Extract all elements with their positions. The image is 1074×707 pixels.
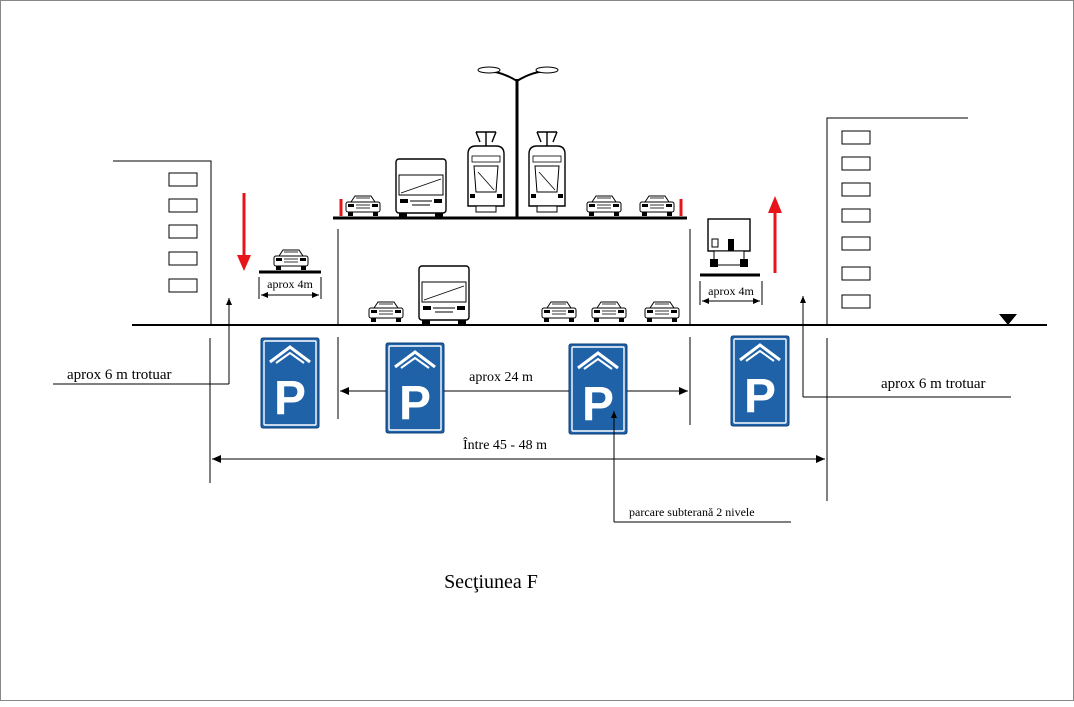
underground-parking-label: parcare subterană 2 nivele — [629, 505, 755, 519]
left-lane-width-label: aprox 4m — [267, 277, 313, 291]
car-icon — [345, 195, 381, 217]
truck-icon — [707, 218, 751, 268]
parking-sign-icon: P — [259, 336, 321, 430]
car-icon — [541, 301, 577, 323]
car-icon — [644, 301, 680, 323]
car-icon — [591, 301, 627, 323]
left-lane: aprox 4m — [258, 249, 322, 299]
right-lane-width-label: aprox 4m — [708, 284, 754, 298]
parking-sign-icon: P — [729, 334, 791, 428]
left-building — [113, 160, 212, 324]
street-lamp-icon — [477, 66, 559, 217]
tram-icon — [467, 131, 505, 213]
arrow-down-icon — [237, 193, 251, 271]
elevated-platform — [333, 199, 691, 325]
right-sidewalk-annotation: aprox 6 m trotuar — [800, 296, 1011, 398]
car-icon — [368, 301, 404, 323]
bus-icon — [418, 265, 470, 326]
center-width-dimension: aprox 24 m — [337, 337, 691, 425]
arrow-up-icon — [768, 196, 782, 273]
parking-sign-icon: P — [567, 342, 629, 436]
total-width-label: Între 45 - 48 m — [463, 436, 547, 453]
level-marker-icon — [999, 314, 1017, 325]
right-sidewalk-label: aprox 6 m trotuar — [881, 376, 986, 392]
svg-text:P: P — [582, 378, 614, 431]
car-icon — [586, 195, 622, 217]
left-sidewalk-annotation: aprox 6 m trotuar — [53, 298, 232, 385]
svg-text:P: P — [399, 377, 431, 430]
left-sidewalk-label: aprox 6 m trotuar — [67, 367, 172, 383]
tram-icon — [528, 131, 566, 213]
car-icon — [273, 249, 309, 271]
car-icon — [639, 195, 675, 217]
center-width-label: aprox 24 m — [469, 370, 533, 385]
underground-parking-annotation: parcare subterană 2 nivele — [611, 411, 791, 523]
total-width-dimension: Între 45 - 48 m — [209, 338, 828, 501]
svg-text:P: P — [744, 370, 776, 423]
right-building — [826, 117, 968, 324]
right-lane: aprox 4m — [699, 218, 763, 305]
section-caption: Secţiunea F — [444, 571, 538, 593]
bus-icon — [395, 158, 447, 219]
parking-sign-icon: P — [384, 341, 446, 435]
svg-text:P: P — [274, 372, 306, 425]
